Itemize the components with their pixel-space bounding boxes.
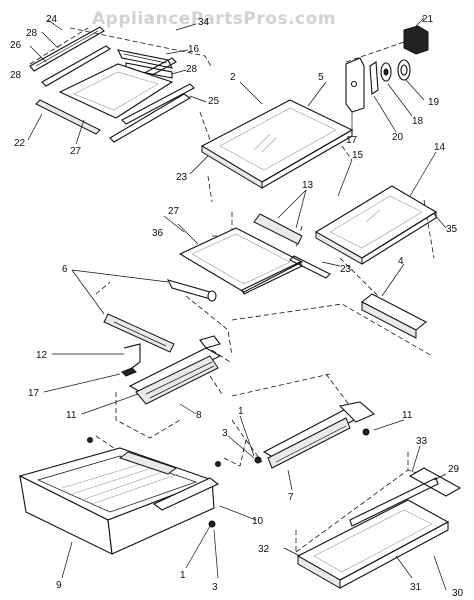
part-label-3a: 3 xyxy=(222,428,228,439)
part-label-29: 29 xyxy=(448,464,460,475)
part-label-28b: 28 xyxy=(186,64,198,75)
part-label-23a: 23 xyxy=(176,172,188,183)
part-label-27b: 27 xyxy=(168,206,180,217)
part-label-9: 9 xyxy=(56,580,62,591)
part-label-21: 21 xyxy=(422,14,434,25)
part-label-8: 8 xyxy=(196,410,202,421)
part-label-23b: 23 xyxy=(340,264,352,275)
part-label-1a: 1 xyxy=(238,406,244,417)
watermark-text: AppliancePartsPros.com xyxy=(92,9,336,29)
part-label-15: 15 xyxy=(352,150,364,161)
hinge-bracket-hardware xyxy=(345,17,429,136)
glass-shelf-2 xyxy=(189,81,354,203)
part-label-27a: 27 xyxy=(70,146,82,157)
part-label-14: 14 xyxy=(434,142,446,153)
part-label-18: 18 xyxy=(412,116,424,127)
part-label-4: 4 xyxy=(398,256,404,267)
part-label-25: 25 xyxy=(208,96,220,107)
drawer-slide-assembly xyxy=(227,401,405,491)
part-label-7: 7 xyxy=(288,492,294,503)
part-label-36: 36 xyxy=(152,228,164,239)
part-label-35: 35 xyxy=(446,224,458,235)
glass-shelf-14 xyxy=(295,151,447,265)
part-label-28c: 28 xyxy=(10,70,22,81)
part-label-12: 12 xyxy=(36,350,48,361)
part-label-20: 20 xyxy=(392,132,404,143)
part-label-17b: 17 xyxy=(28,388,40,399)
part-label-16: 16 xyxy=(188,44,200,55)
part-number-labels: 24 34 28 26 16 28 28 25 22 27 21 5 2 19 … xyxy=(10,14,464,599)
part-label-11b: 11 xyxy=(402,410,413,421)
part-label-3b: 3 xyxy=(212,582,218,593)
part-label-6: 6 xyxy=(62,264,68,275)
part-label-17a: 17 xyxy=(346,135,358,146)
part-label-26: 26 xyxy=(10,40,22,51)
part-label-31: 31 xyxy=(410,582,422,593)
part-label-2: 2 xyxy=(230,72,236,83)
top-left-shelf-assembly xyxy=(27,19,213,145)
part-label-32: 32 xyxy=(258,544,270,555)
crisper-cover-support-assembly xyxy=(43,269,233,439)
part-label-33: 33 xyxy=(416,436,428,447)
part-label-19: 19 xyxy=(428,97,440,108)
part-label-24: 24 xyxy=(46,14,58,25)
part-label-5: 5 xyxy=(318,72,324,83)
cover-rail-4 xyxy=(231,257,433,415)
part-label-10: 10 xyxy=(252,516,264,527)
drawer-pan-assembly xyxy=(283,445,462,591)
part-label-1b: 1 xyxy=(180,570,186,581)
part-label-28a: 28 xyxy=(26,28,38,39)
part-label-22: 22 xyxy=(14,138,26,149)
part-label-34: 34 xyxy=(198,17,210,28)
frame-shelf-27 xyxy=(163,189,341,295)
part-label-30: 30 xyxy=(452,588,464,599)
crisper-drawer-9 xyxy=(18,435,257,579)
part-label-13: 13 xyxy=(302,180,314,191)
part-label-11a: 11 xyxy=(66,410,77,421)
